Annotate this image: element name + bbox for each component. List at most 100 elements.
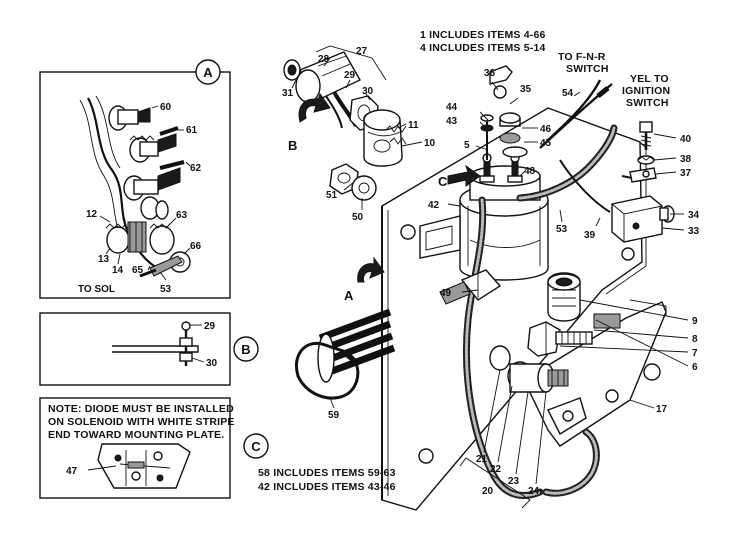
inset-b-screw [179,321,193,366]
label-30: 30 [362,86,374,97]
label-39: 39 [584,230,596,241]
inset-a-stud-2 [129,133,177,163]
note-to-fnr-2: SWITCH [566,63,609,75]
label-38: 38 [680,154,692,165]
inset-a-wire-2 [79,99,121,237]
label-59: 59 [328,410,340,421]
label-53: 53 [556,224,568,235]
label-35: 35 [520,84,532,95]
label-50: 50 [352,212,364,223]
label-62: 62 [190,163,202,174]
label-7: 7 [692,348,698,359]
label-6: 6 [692,362,698,373]
inset-a-frame [39,71,231,299]
inset-a-stud-top [108,105,151,131]
stud-stack-43-46 [480,65,528,160]
arrow-b: B [288,92,331,153]
label-20: 20 [482,486,494,497]
inset-a-letter: A [203,65,213,80]
arrow-b-letter: B [288,138,297,153]
diode-note-line-1: NOTE: DIODE MUST BE INSTALLED [48,403,234,415]
label-45: 45 [540,138,552,149]
inset-b-bracket [112,345,199,353]
micro-switch [611,195,675,243]
label-61: 61 [186,125,198,136]
star-washer-38 [637,155,655,165]
arrow-c: C [438,164,481,189]
inset-a-stud-4 [140,196,169,220]
inset-c: C NOTE: DIODE MUST BE INSTALLED ON SOLEN… [39,397,269,499]
label-63: 63 [176,210,188,221]
terminal-lug-37 [621,167,657,183]
label-34: 34 [688,210,700,221]
note-includes-1: 1 INCLUDES ITEMS 4-66 [420,29,546,41]
label-60: 60 [160,102,172,113]
inset-b: B 29 30 [39,312,259,386]
label-13: 13 [98,254,110,265]
label-5: 5 [464,140,470,151]
label-24: 24 [528,486,540,497]
label-8: 8 [692,334,698,345]
label-14: 14 [112,265,124,276]
label-28: 28 [318,54,330,65]
hose-clamp-59 [295,341,360,400]
spring-11 [385,125,407,145]
label-51: 51 [326,190,338,201]
label-66: 66 [190,241,202,252]
bracket-27 [315,45,387,81]
inset-a-stud-3 [123,167,181,201]
label-43: 43 [446,116,458,127]
inset-a-cable-62 [159,160,185,170]
label-23: 23 [508,476,520,487]
arrow-a-letter: A [344,288,354,303]
inset-a-wire-main [87,97,161,271]
arrow-a: A [344,256,385,303]
inset-a-stud-5 [105,221,175,255]
inset-c-solenoid-top [97,443,191,489]
terminal-stack-21-24 [489,345,569,393]
inset-c-frame [39,397,231,499]
label-47: 47 [66,466,78,477]
inset-b-badge [233,336,259,362]
inset-a-badge [195,59,221,85]
label-36: 36 [484,68,496,79]
bolt-49 [439,269,502,305]
spacer-7 [593,313,621,329]
label-65: 65 [132,265,144,276]
note-includes-58: 58 INCLUDES ITEMS 59-63 [258,467,396,479]
bolt-8 [527,321,593,357]
wires-54 [539,79,613,149]
label-29: 29 [344,70,356,81]
label-31: 31 [282,88,294,99]
leader-lines [291,57,689,485]
arrow-c-letter: C [438,174,448,189]
cable-53 [516,124,618,213]
connector-28 [295,51,361,103]
note-yel-2: IGNITION [622,85,670,97]
inset-c-badge [243,433,269,459]
label-22: 22 [490,464,502,475]
label-48: 48 [524,166,536,177]
label-27: 27 [356,46,368,57]
note-includes-42: 42 INCLUDES ITEMS 43-46 [258,481,396,493]
inset-c-letter: C [251,439,261,454]
label-10: 10 [424,138,436,149]
diode-icon [127,461,145,469]
label-21: 21 [476,454,488,465]
lug-bottom [547,397,587,435]
bushing-9 [547,272,581,322]
inset-a-cable-61 [159,126,179,136]
label-11: 11 [408,120,419,131]
label-44: 44 [446,102,458,113]
label-54: 54 [562,88,574,99]
washer-50 [351,175,377,201]
inset-a-terminal-bottom [139,251,191,278]
to-sol-label: TO SOL [78,284,115,295]
label-33: 33 [688,226,700,237]
inset-a: A [39,59,231,299]
label-37: 37 [680,168,692,179]
inset-a-wire-3 [95,95,121,169]
inset-b-letter: B [241,342,250,357]
